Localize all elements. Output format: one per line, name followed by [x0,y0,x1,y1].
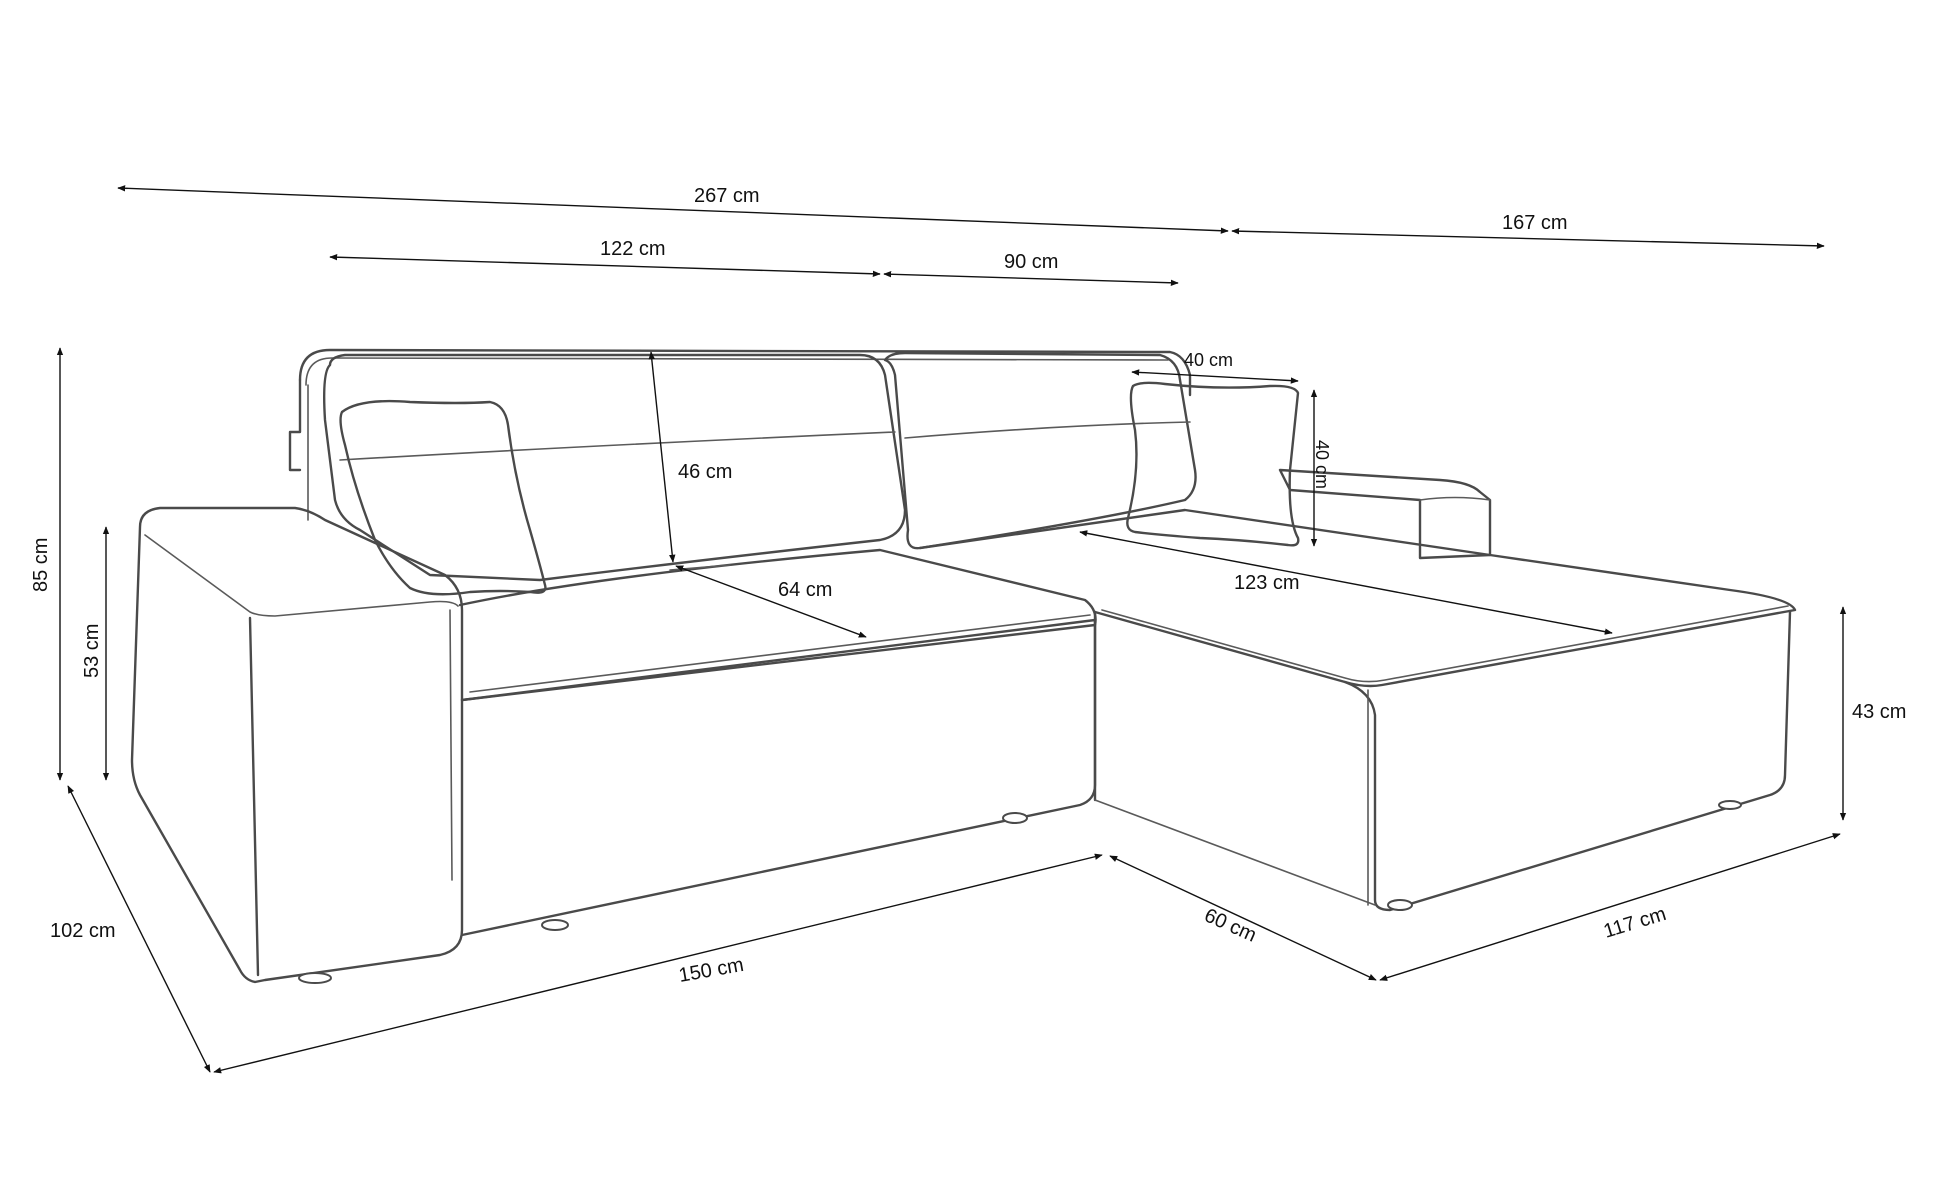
label-total-height: 85 cm [30,538,52,592]
dim-line-backrest-right [883,271,1179,286]
dim-line-chaise-width [1231,227,1825,250]
dim-line-chaise-length [1379,833,1841,981]
dim-line-seat-depth [675,565,867,638]
dim-line-chaise-return [1109,855,1377,981]
sofa-outline [130,348,1797,984]
label-back-cushion: 46 cm [678,461,732,483]
dim-line-chaise-seat [1079,530,1613,635]
dim-line-total-width [117,185,1229,234]
dim-line-front-length [213,853,1103,1074]
label-depth: 102 cm [50,920,116,942]
label-backrest-left: 122 cm [600,238,666,260]
label-backrest-right: 90 cm [1004,251,1058,273]
label-pillow-height: 40 cm [1312,440,1332,489]
label-chaise-width: 167 cm [1502,212,1568,234]
label-pillow-width: 40 cm [1184,350,1233,370]
dimension-lines [56,185,1847,1074]
label-total-width: 267 cm [694,185,760,207]
label-chaise-return: 60 cm [1201,904,1260,946]
label-seat-depth: 64 cm [778,579,832,601]
dim-line-back-cushion [648,351,676,563]
label-chaise-seat: 123 cm [1234,572,1300,594]
label-armrest-height: 53 cm [81,624,103,678]
dimension-labels: 267 cm 167 cm 122 cm 90 cm 46 cm 64 cm 1… [30,185,1906,987]
dim-line-backrest-left [329,254,881,277]
label-chaise-length: 117 cm [1601,903,1669,943]
label-front-length: 150 cm [677,954,745,987]
dim-line-pillow-width [1131,369,1299,384]
label-seat-height: 43 cm [1852,701,1906,723]
dim-line-depth [67,785,211,1073]
